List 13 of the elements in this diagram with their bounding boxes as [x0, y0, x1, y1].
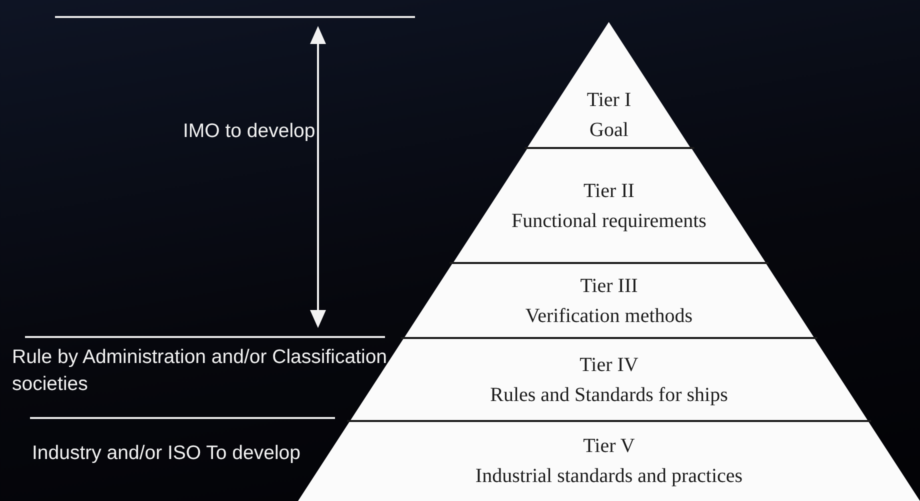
- tier-description: Industrial standards and practices: [475, 464, 743, 489]
- tier-heading: Tier III: [580, 274, 638, 298]
- tier-heading: Tier II: [584, 178, 634, 204]
- tier-heading: Tier V: [583, 434, 635, 459]
- tier-description: Functional requirements: [512, 208, 706, 234]
- tier-heading: Tier I: [586, 88, 632, 113]
- side-note: Rule by Administration and/or Classification societies: [12, 345, 388, 397]
- tier-description: Rules and Standards for ships: [490, 382, 728, 408]
- side-note: Industry and/or ISO To develop: [32, 441, 302, 466]
- tier-heading: Tier IV: [580, 352, 638, 378]
- tier-description: Goal: [590, 118, 628, 143]
- side-note: IMO to develop: [183, 119, 316, 144]
- tier-description: Verification methods: [525, 304, 693, 328]
